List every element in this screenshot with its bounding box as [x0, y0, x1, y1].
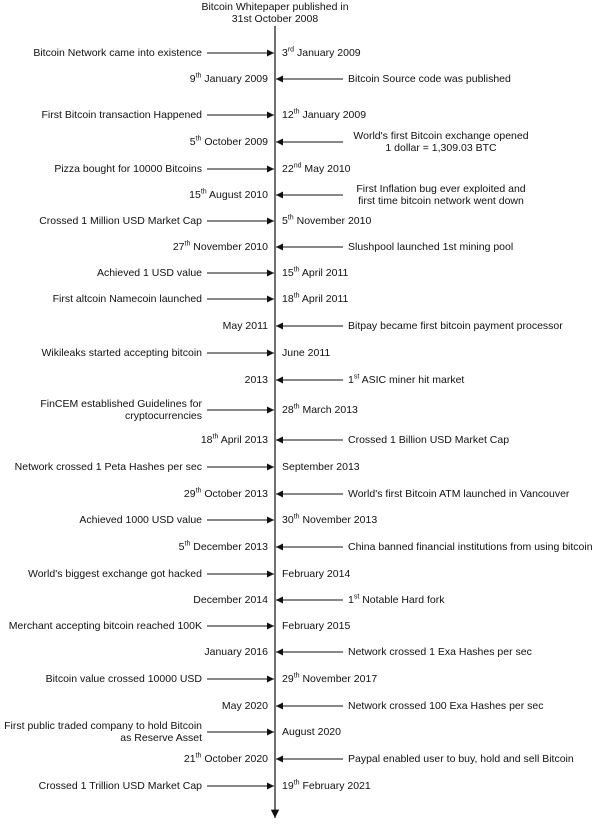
date-label-7: 27th November 2010	[172, 240, 268, 254]
date-label-19: February 2014	[282, 568, 351, 580]
date-label-16: 29th October 2013	[183, 487, 268, 501]
event-label-8: Achieved 1 USD value	[96, 267, 202, 279]
date-label-24: May 2020	[221, 700, 268, 712]
date-label-20: December 2014	[193, 594, 268, 606]
event-label-20: 1st Notable Hard fork	[348, 593, 445, 607]
event-label-23: Bitcoin value crossed 10000 USD	[45, 673, 202, 685]
event-label-21: Merchant accepting bitcoin reached 100K	[8, 620, 202, 632]
event-label-1: Bitcoin Source code was published	[348, 73, 511, 85]
event-label-16: World's first Bitcoin ATM launched in Va…	[348, 488, 570, 500]
event-label-2: First Bitcoin transaction Happened	[41, 109, 203, 121]
date-label-26: 21th October 2020	[183, 752, 268, 766]
event-label-11: Wikileaks started accepting bitcoin	[41, 347, 203, 359]
event-label-19: World's biggest exchange got hacked	[27, 568, 202, 580]
date-label-25: August 2020	[282, 726, 341, 738]
event-label-0: Bitcoin Network came into existence	[33, 47, 202, 59]
date-label-9: 18th April 2011	[282, 292, 349, 306]
date-label-11: June 2011	[282, 347, 331, 359]
event-label-9: First altcoin Namecoin launched	[52, 293, 202, 305]
event-label-18: China banned financial institutions from…	[348, 541, 593, 553]
event-label-26: Paypal enabled user to buy, hold and sel…	[348, 753, 574, 765]
date-label-13: 28th March 2013	[282, 403, 358, 417]
date-label-0: 3rd January 2009	[282, 46, 361, 60]
date-label-3: 5th October 2009	[189, 135, 268, 149]
event-label-10: Bitpay became first bitcoin payment proc…	[348, 320, 563, 332]
date-label-4: 22nd May 2010	[282, 162, 351, 176]
date-label-5: 15th August 2010	[189, 188, 268, 202]
date-label-15: September 2013	[282, 461, 360, 473]
date-label-6: 5th November 2010	[282, 214, 372, 228]
date-label-23: 29th November 2017	[282, 672, 378, 686]
date-label-10: May 2011	[222, 320, 268, 332]
event-label-17: Achieved 1000 USD value	[79, 514, 202, 526]
event-label-6: Crossed 1 Million USD Market Cap	[39, 215, 202, 227]
date-label-17: 30th November 2013	[282, 513, 378, 527]
event-label-7: Slushpool launched 1st mining pool	[348, 241, 514, 253]
event-label-25: First public traded company to hold Bitc…	[4, 720, 202, 744]
date-label-1: 9th January 2009	[189, 72, 268, 86]
event-label-12: 1st ASIC miner hit market	[348, 373, 465, 387]
timeline-title: Bitcoin Whitepaper published in 31st Oct…	[201, 1, 349, 25]
date-label-27: 19th February 2021	[282, 779, 371, 793]
date-label-14: 18th April 2013	[200, 433, 268, 447]
event-label-4: Pizza bought for 10000 Bitcoins	[54, 163, 202, 175]
date-label-22: January 2016	[204, 646, 268, 658]
date-label-8: 15th April 2011	[282, 266, 349, 280]
event-label-27: Crossed 1 Trillion USD Market Cap	[38, 780, 202, 792]
event-label-14: Crossed 1 Billion USD Market Cap	[348, 434, 510, 446]
date-label-21: February 2015	[282, 620, 351, 632]
date-label-2: 12th January 2009	[282, 108, 367, 122]
event-label-22: Network crossed 1 Exa Hashes per sec	[348, 646, 532, 658]
event-label-15: Network crossed 1 Peta Hashes per sec	[14, 461, 202, 473]
date-label-12: 2013	[244, 374, 268, 386]
date-label-18: 5th December 2013	[178, 540, 268, 554]
event-label-24: Network crossed 100 Exa Hashes per sec	[348, 700, 544, 712]
